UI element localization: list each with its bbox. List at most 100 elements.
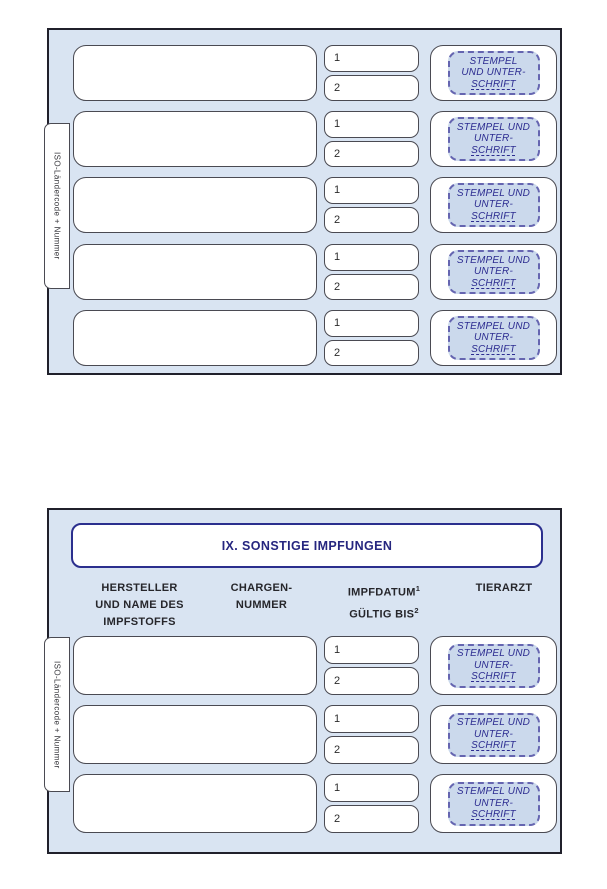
field-number-label: 2: [334, 81, 341, 94]
column-header-impfdatum: IMPFDATUM1 GÜLTIG BIS2: [329, 580, 439, 623]
date-fields: 1 2: [324, 244, 419, 300]
stamp-line: STEMPEL UND: [456, 320, 531, 332]
stamp-line: STEMPEL UND: [456, 717, 531, 729]
date-fields: 1 2: [324, 636, 419, 695]
stamp-line: UNTER-: [474, 199, 513, 211]
vaccination-row: 1 2 STEMPEL UND UNTER- SCHRIFT: [49, 636, 560, 695]
field-number-label: 2: [334, 675, 341, 687]
stamp-placeholder: STEMPEL UND UNTER- SCHRIFT: [447, 781, 540, 826]
valid-until-field: 2: [324, 74, 419, 101]
valid-until-field: 2: [324, 273, 419, 300]
field-number-label: 2: [334, 346, 341, 359]
vaccine-name-field: [73, 177, 317, 233]
stamp-line: UNTER-: [474, 728, 513, 740]
stamp-line: UND UNTER-: [461, 67, 526, 79]
stamp-line: UNTER-: [474, 659, 513, 671]
stamp-line: STEMPEL UND: [456, 121, 531, 133]
field-number-label: 1: [334, 644, 341, 656]
stamp-line: SCHRIFT: [471, 144, 516, 156]
vaccination-row: 1 2 STEMPEL UND UNTER- SCHRIFT: [49, 244, 560, 300]
vaccination-date-field: 1: [324, 310, 419, 337]
stamp-placeholder: STEMPEL UND UNTER- SCHRIFT: [447, 316, 540, 360]
valid-until-field: 2: [324, 667, 419, 695]
vaccination-date-field: 1: [324, 111, 419, 138]
vaccination-table-panel-top: ISO-Ländercode + Nummer 1 2 STEMPEL UND …: [44, 28, 562, 375]
stamp-field: STEMPEL UND UNTER- SCHRIFT: [430, 177, 557, 233]
date-fields: 1 2: [324, 45, 419, 101]
footnote-superscript: 1: [415, 584, 421, 593]
field-number-label: 1: [334, 251, 341, 264]
stamp-placeholder: STEMPEL UND UNTER- SCHRIFT: [447, 643, 540, 688]
section-title: IX. SONSTIGE IMPFUNGEN: [221, 538, 393, 553]
date-fields: 1 2: [324, 310, 419, 366]
field-number-label: 2: [334, 744, 341, 756]
field-number-label: 1: [334, 52, 341, 65]
stamp-field: STEMPEL UND UNTER- SCHRIFT: [430, 45, 557, 101]
date-fields: 1 2: [324, 705, 419, 764]
stamp-line: SCHRIFT: [471, 740, 516, 752]
iso-country-code-label: ISO-Ländercode + Nummer: [52, 152, 62, 260]
stamp-line: STEMPEL UND: [456, 648, 531, 660]
stamp-line: STEMPEL UND: [456, 786, 531, 798]
valid-until-field: 2: [324, 805, 419, 833]
field-number-label: 1: [334, 184, 341, 197]
stamp-placeholder: STEMPEL UND UNTER- SCHRIFT: [447, 712, 540, 757]
vaccine-name-field: [73, 45, 317, 101]
column-header-line: UND NAME DES: [95, 599, 184, 611]
stamp-placeholder: STEMPEL UND UNTER- SCHRIFT: [447, 117, 540, 161]
vaccination-row: 1 2 STEMPEL UND UNTER- SCHRIFT: [49, 774, 560, 833]
stamp-line: SCHRIFT: [471, 809, 516, 821]
valid-until-field: 2: [324, 736, 419, 764]
vaccine-name-field: [73, 636, 317, 695]
stamp-placeholder: STEMPEL UND UNTER- SCHRIFT: [447, 51, 540, 95]
section-header-box: IX. SONSTIGE IMPFUNGEN: [71, 523, 543, 568]
date-fields: 1 2: [324, 177, 419, 233]
column-header-line: GÜLTIG BIS2: [329, 602, 439, 624]
stamp-line: STEMPEL UND: [456, 187, 531, 199]
column-headers: HERSTELLER UND NAME DES IMPFSTOFFS CHARG…: [49, 580, 560, 634]
stamp-field: STEMPEL UND UNTER- SCHRIFT: [430, 310, 557, 366]
column-header-tierarzt: TIERARZT: [444, 580, 564, 597]
stamp-line: SCHRIFT: [471, 277, 516, 289]
column-header-line: IMPFDATUM1: [329, 580, 439, 602]
stamp-field: STEMPEL UND UNTER- SCHRIFT: [430, 244, 557, 300]
stamp-placeholder: STEMPEL UND UNTER- SCHRIFT: [447, 183, 540, 227]
vaccination-date-field: 1: [324, 636, 419, 664]
column-header-text: GÜLTIG BIS: [349, 608, 415, 621]
vaccination-date-field: 1: [324, 774, 419, 802]
stamp-line: STEMPEL: [469, 55, 518, 67]
column-header-line: CHARGEN-: [230, 582, 293, 594]
field-number-label: 1: [334, 782, 341, 794]
vaccination-date-field: 1: [324, 177, 419, 204]
iso-country-code-tab: ISO-Ländercode + Nummer: [44, 123, 70, 289]
vaccine-name-field: [73, 705, 317, 764]
column-header-line: TIERARZT: [475, 582, 533, 594]
field-number-label: 2: [334, 213, 341, 226]
vaccination-row: 1 2 STEMPEL UND UNTER- SCHRIFT: [49, 310, 560, 366]
vaccine-name-field: [73, 774, 317, 833]
column-header-line: IMPFSTOFFS: [103, 616, 176, 628]
stamp-line: UNTER-: [474, 332, 513, 344]
stamp-field: STEMPEL UND UNTER- SCHRIFT: [430, 705, 557, 764]
field-number-label: 1: [334, 317, 341, 330]
field-number-label: 1: [334, 118, 341, 131]
valid-until-field: 2: [324, 140, 419, 167]
vaccination-date-field: 1: [324, 45, 419, 72]
field-number-label: 1: [334, 713, 341, 725]
vaccination-row: 1 2 STEMPEL UND UNTER- SCHRIFT: [49, 705, 560, 764]
iso-country-code-label: ISO-Ländercode + Nummer: [52, 660, 62, 769]
column-header-line: HERSTELLER: [101, 582, 178, 594]
stamp-line: UNTER-: [474, 797, 513, 809]
stamp-line: SCHRIFT: [471, 671, 516, 683]
field-number-label: 2: [334, 280, 341, 293]
stamp-line: UNTER-: [474, 133, 513, 145]
vaccine-name-field: [73, 310, 317, 366]
stamp-field: STEMPEL UND UNTER- SCHRIFT: [430, 111, 557, 167]
stamp-line: SCHRIFT: [471, 343, 516, 355]
stamp-field: STEMPEL UND UNTER- SCHRIFT: [430, 774, 557, 833]
vaccination-row: 1 2 STEMPEL UND UNTER- SCHRIFT: [49, 45, 560, 101]
column-header-chargennummer: CHARGEN- NUMMER: [199, 580, 324, 614]
vaccine-name-field: [73, 111, 317, 167]
date-fields: 1 2: [324, 774, 419, 833]
vaccine-name-field: [73, 244, 317, 300]
